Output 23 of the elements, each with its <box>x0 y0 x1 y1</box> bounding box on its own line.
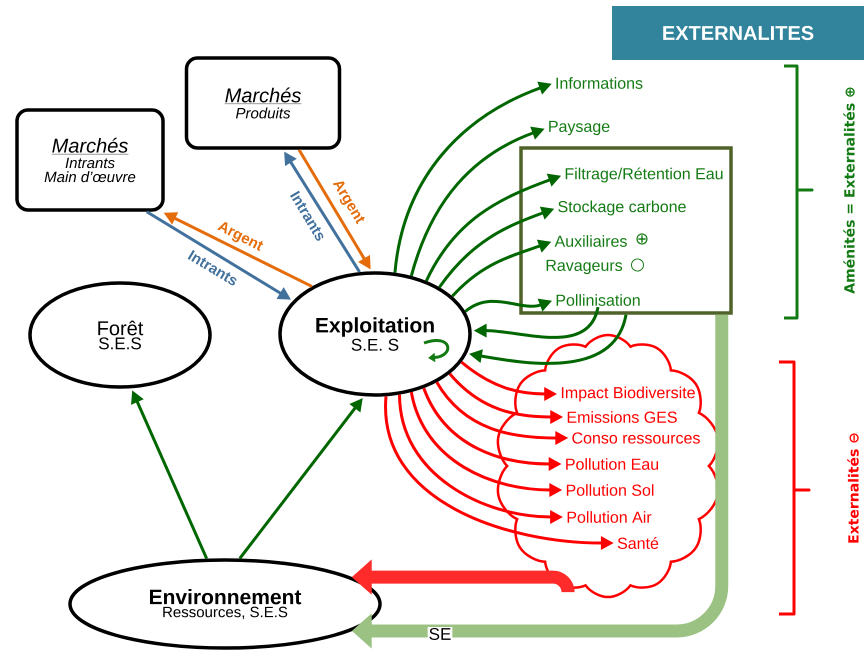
amenity-text: Auxiliaires <box>554 235 627 247</box>
amenity-text: Paysage <box>549 120 610 136</box>
amenity-text: Ravageurs <box>546 260 622 274</box>
title-banner: EXTERNALITES <box>612 6 864 60</box>
impact-text: Pollution Sol <box>566 484 654 496</box>
symbol: ⊕ <box>636 233 648 245</box>
impact-text: Impact Biodiversite <box>562 386 695 402</box>
amenity-text: Pollinisation <box>556 294 640 306</box>
symbol: ○ <box>631 258 644 272</box>
amenity-text: Informations <box>556 77 642 89</box>
impact-text: Emissions GES <box>568 411 677 423</box>
impact-text: Conso ressources <box>572 432 700 444</box>
impact-text: Santé <box>618 537 658 549</box>
amenity-text: Stockage carbone <box>558 200 686 216</box>
edge-label: SE <box>428 627 452 642</box>
market-box: Marchés Intrants Main d’œuvre <box>15 108 165 212</box>
amenity-text: Filtrage/Rétention Eau <box>566 167 723 183</box>
side-label: Aménités = Externalités ⊕ <box>843 88 855 294</box>
side-label: Externalités ⊖ <box>847 433 859 543</box>
impact-text: Pollution Eau <box>566 458 658 470</box>
market-box: Marchés Produits <box>184 56 342 150</box>
amenity-frame <box>519 146 733 315</box>
impact-text: Pollution Air <box>568 511 652 523</box>
